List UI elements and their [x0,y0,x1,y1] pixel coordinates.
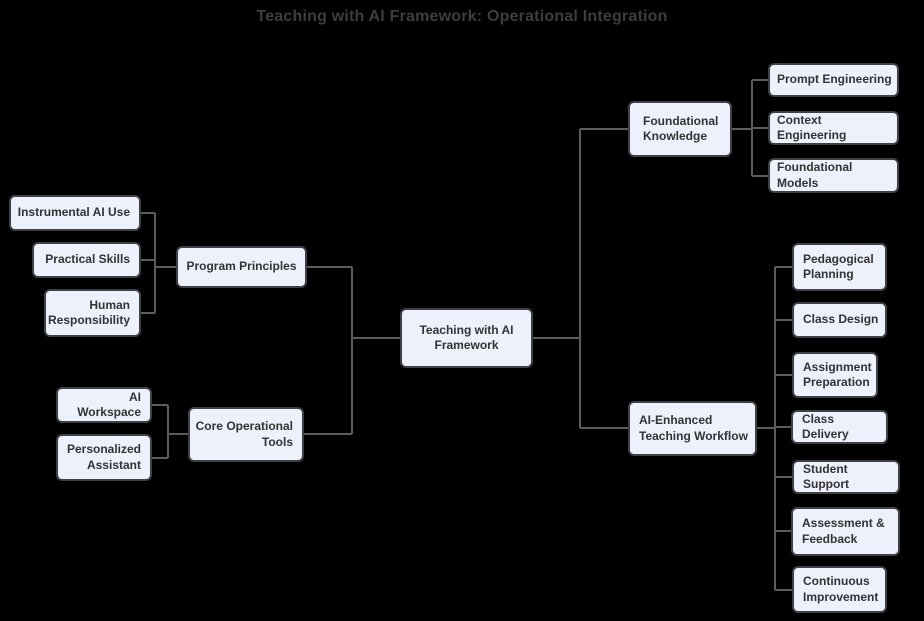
node-human-responsibility: Human Responsibility [44,289,141,337]
node-foundational-models: Foundational Models [768,158,899,193]
node-instrumental-ai-use: Instrumental AI Use [9,195,141,231]
node-continuous-improvement: Continuous Improvement [792,566,887,613]
node-pedagogical-planning: Pedagogical Planning [792,243,887,291]
node-class-delivery: Class Delivery [791,410,888,444]
node-assignment-preparation: Assignment Preparation [792,352,878,398]
node-foundational-knowledge: Foundational Knowledge [628,101,732,157]
node-ai-enhanced-teaching-workflow: AI-Enhanced Teaching Workflow [628,401,757,456]
node-personalized-assistant: Personalized Assistant [56,434,152,481]
elbow-connector-paths [141,79,792,591]
node-assessment-feedback: Assessment & Feedback [791,507,900,556]
node-prompt-engineering: Prompt Engineering [768,63,899,97]
node-practical-skills: Practical Skills [32,242,141,278]
diagram-title: Teaching with AI Framework: Operational … [256,8,668,25]
node-student-support: Student Support [792,460,900,494]
node-class-design: Class Design [792,302,887,338]
node-teaching-with-ai-framework: Teaching with AI Framework [400,308,533,368]
node-context-engineering: Context Engineering [768,111,899,145]
node-program-principles: Program Principles [176,246,307,288]
node-core-operational-tools: Core Operational Tools [188,407,304,462]
node-ai-workspace: AI Workspace [56,387,152,423]
